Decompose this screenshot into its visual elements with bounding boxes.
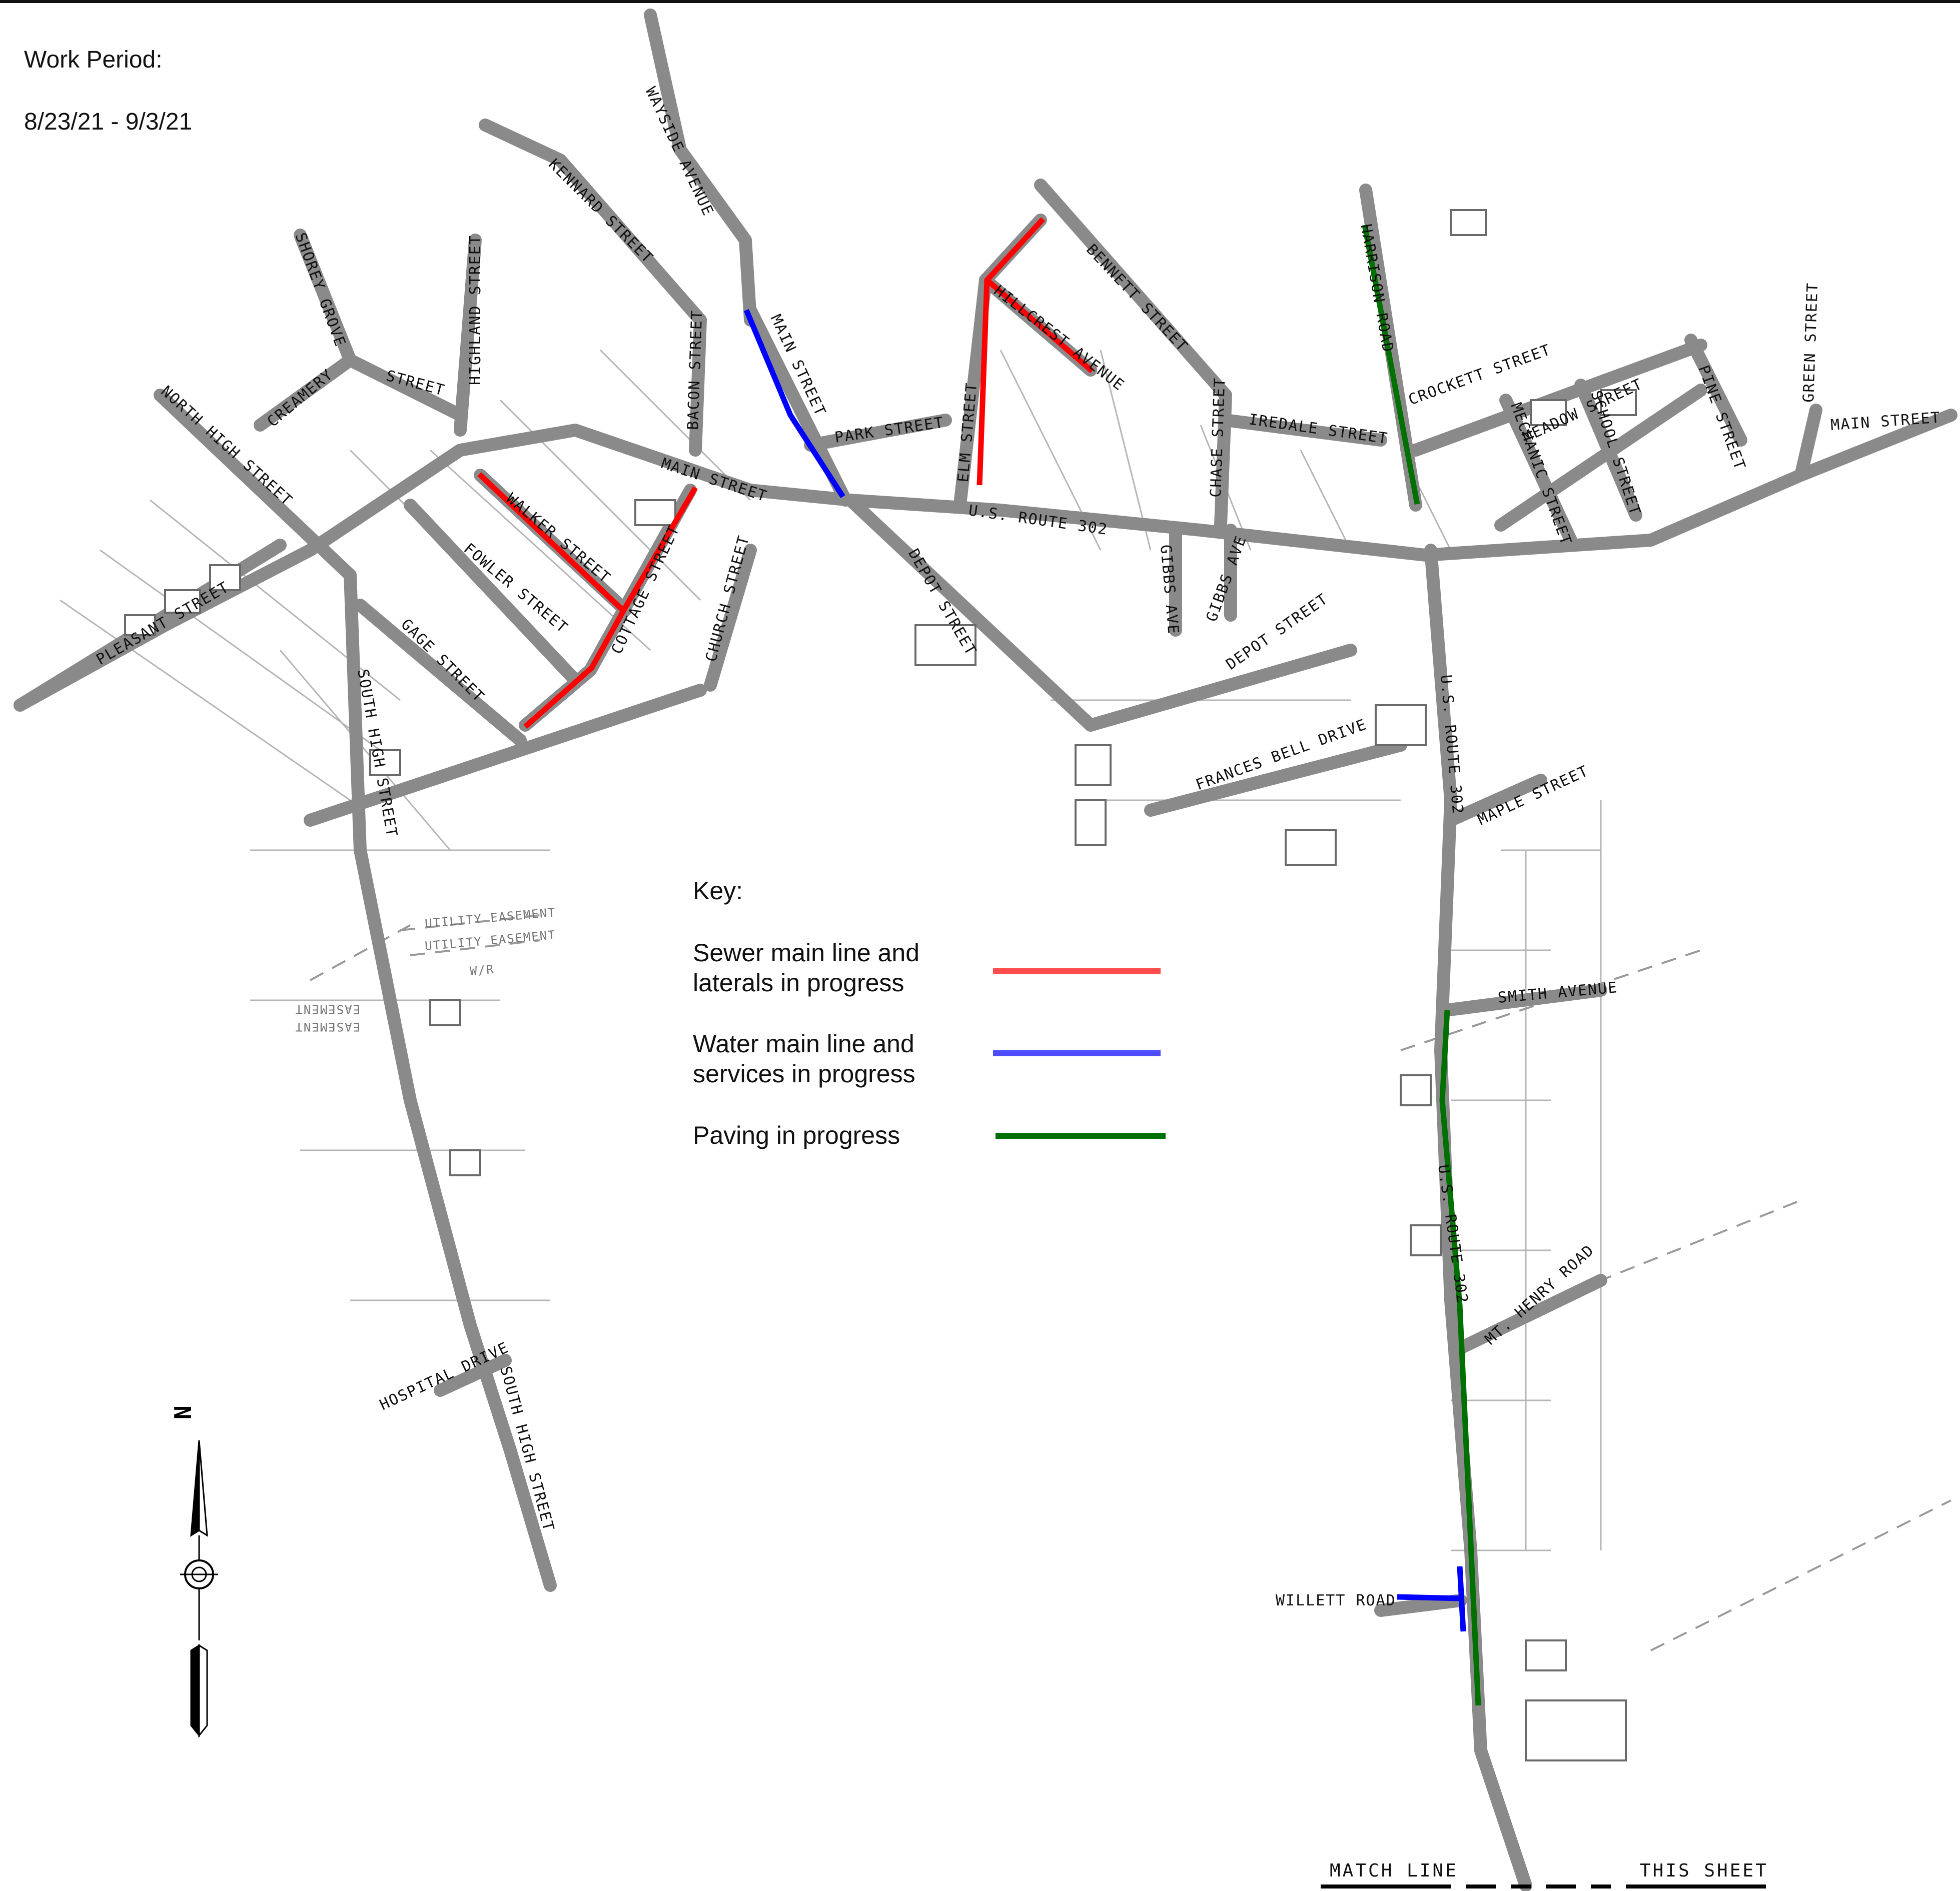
legend-label-water: Water main line and services in progress (693, 1030, 915, 1088)
label-gage-street: GAGE STREET (397, 616, 488, 706)
work-period-dates: 8/23/21 - 9/3/21 (24, 109, 193, 135)
label-bennett-street: BENNETT STREET (1083, 241, 1191, 356)
north-arrow-letter: N (170, 1405, 197, 1419)
label-us-route-302-center: U.S. ROUTE 302 (967, 502, 1109, 539)
north-arrow: N (170, 1405, 218, 1738)
label-crockett-street: CROCKETT STREET (1406, 341, 1554, 409)
label-utility-easement-1: UTILITY EASEMENT (424, 905, 557, 931)
match-line-right-label: THIS SHEET (1640, 1860, 1768, 1881)
label-chase-street: CHASE STREET (1207, 377, 1229, 498)
buildings (124, 209, 1637, 1761)
paving-line-us-route-302 (1439, 1010, 1481, 1706)
legend-label-paving: Paving in progress (693, 1121, 900, 1149)
water-lines (743, 309, 1466, 1632)
label-kennard-street: KENNARD STREET (545, 156, 656, 267)
easement-lines (310, 914, 1951, 1651)
legend-label-sewer: Sewer main line and laterals in progress (693, 939, 920, 997)
label-bacon-street: BACON STREET (684, 309, 706, 430)
north-arrow-head-icon (190, 1440, 200, 1537)
label-cottage-street: COTTAGE STREET (608, 522, 683, 657)
water-line-main-street (743, 309, 845, 498)
label-highland-street: HIGHLAND STREET (467, 235, 484, 385)
label-harrison-road: HARRISON ROAD (1357, 223, 1397, 354)
legend-swatch-water (993, 1050, 1161, 1056)
match-line-left-label: MATCH LINE (1330, 1860, 1458, 1881)
top-border-rule (0, 0, 1960, 3)
label-walker-street: WALKER STREET (503, 490, 614, 587)
water-line-route-302-willett (1457, 1566, 1466, 1632)
match-line: MATCH LINE THIS SHEET (1321, 1860, 1768, 1888)
label-hillcrest-avenue: HILLCREST AVENUE (991, 282, 1128, 395)
label-main-street-center: MAIN STREET (659, 455, 770, 505)
sewer-line-cottage-street (523, 486, 698, 729)
label-wayside-avenue: WAYSIDE AVENUE (642, 85, 717, 219)
street-labels: WAYSIDE AVENUE KENNARD STREET SHOREY GRO… (94, 85, 1941, 1609)
sewer-line-hillcrest-avenue (985, 278, 1094, 374)
sewer-line-walker-street (477, 472, 625, 612)
legend-swatch-sewer (993, 968, 1161, 974)
label-pine-street: PINE STREET (1694, 363, 1748, 473)
label-north-high-street: NORTH HIGH STREET (158, 383, 296, 510)
label-willett-road: WILLETT ROAD (1276, 1592, 1396, 1609)
label-easement-2: EASEMENT (294, 1020, 360, 1034)
label-iredale-street: IREDALE STREET (1248, 411, 1389, 448)
label-wr: W/R (469, 962, 495, 978)
label-park-street: PARK STREET (833, 414, 945, 447)
label-elm-street: ELM STREET (954, 382, 981, 483)
label-utility-easement-2: UTILITY EASEMENT (424, 928, 557, 953)
work-period-title: Work Period: (24, 47, 163, 73)
label-pleasant-street: PLEASANT STREET (94, 578, 233, 669)
easement-labels: UTILITY EASEMENT UTILITY EASEMENT W/R EA… (294, 905, 556, 1034)
label-creamery: CREAMERY (264, 366, 337, 431)
paving-line-harrison-road (1362, 224, 1420, 505)
legend-title: Key: (693, 877, 743, 905)
label-shorey-grove: SHOREY GROVE (291, 231, 349, 350)
label-green-street: GREEN STREET (1800, 282, 1821, 403)
legend-swatch-paving (996, 1133, 1166, 1139)
paving-lines (1362, 224, 1481, 1706)
label-easement-1: EASEMENT (294, 1002, 360, 1016)
water-line-willett-road (1397, 1594, 1460, 1601)
north-arrow-tail-icon (190, 1644, 200, 1738)
sewer-lines (477, 217, 1094, 729)
